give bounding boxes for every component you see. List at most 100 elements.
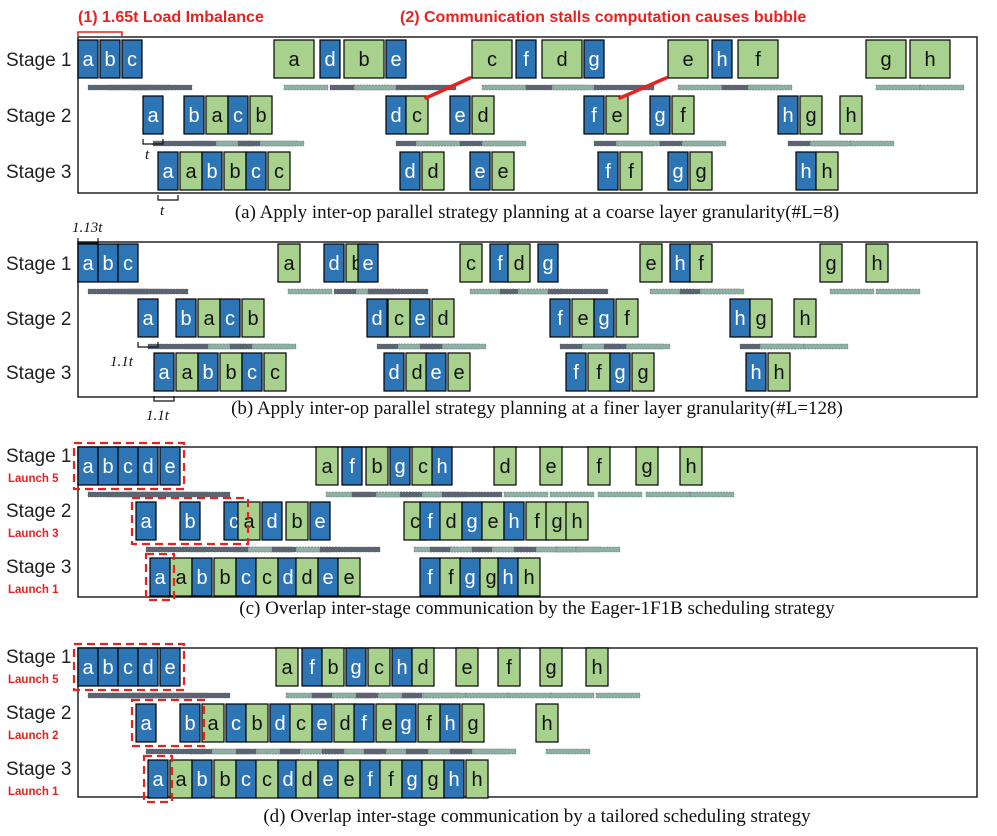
svg-text:f: f	[605, 161, 611, 183]
svg-text:b: b	[371, 456, 382, 478]
svg-text:h: h	[436, 456, 447, 478]
svg-text:c: c	[241, 567, 251, 589]
backward-block: e	[337, 759, 361, 799]
stage-label: Stage 3	[6, 557, 72, 578]
backward-block: d	[295, 759, 319, 799]
comm-bar	[395, 84, 457, 91]
svg-text:f: f	[534, 511, 540, 533]
forward-block: d	[383, 352, 405, 392]
time-mark: 1.1t	[110, 354, 134, 370]
svg-text:h: h	[773, 362, 784, 384]
svg-text:b: b	[229, 161, 240, 183]
svg-text:h: h	[750, 362, 761, 384]
svg-text:a: a	[82, 657, 94, 679]
svg-text:e: e	[322, 769, 333, 791]
svg-text:f: f	[755, 49, 761, 71]
comm-bar	[677, 84, 723, 91]
svg-text:d: d	[445, 511, 456, 533]
backward-block: c	[387, 298, 411, 338]
forward-block: c	[117, 446, 139, 486]
svg-text:b: b	[219, 567, 230, 589]
svg-text:g: g	[614, 362, 625, 384]
forward-block: a	[137, 298, 159, 338]
forward-block: g	[401, 759, 423, 799]
svg-text:f: f	[573, 362, 579, 384]
comm-bar	[319, 546, 381, 553]
forward-block: f	[515, 39, 537, 79]
comm-bar	[169, 692, 231, 699]
comm-bar	[829, 288, 875, 295]
svg-text:d: d	[417, 657, 428, 679]
svg-text:e: e	[164, 456, 175, 478]
backward-block: a	[205, 95, 229, 135]
backward-block: c	[255, 557, 279, 597]
stage-label: Stage 2	[6, 309, 72, 330]
forward-block: b	[179, 501, 201, 541]
comm-bar	[415, 140, 461, 147]
svg-text:b: b	[104, 49, 115, 71]
svg-text:e: e	[362, 253, 373, 275]
svg-text:e: e	[577, 308, 588, 330]
backward-block: d	[493, 446, 517, 486]
stage-label: Stage 3	[6, 162, 72, 183]
backward-block: g	[799, 95, 823, 135]
svg-text:e: e	[314, 511, 325, 533]
stage-label: Stage 2	[6, 703, 72, 724]
forward-block: h	[439, 703, 461, 743]
svg-text:g: g	[427, 769, 438, 791]
forward-block: f	[301, 647, 323, 687]
forward-block: c	[241, 352, 263, 392]
svg-text:f: f	[367, 769, 373, 791]
backward-block: e	[639, 243, 663, 283]
backward-block: h	[585, 647, 609, 687]
backward-block: e	[447, 352, 471, 392]
svg-text:c: c	[412, 105, 422, 127]
comm-bar	[189, 546, 251, 553]
forward-block: f	[489, 243, 511, 283]
svg-text:c: c	[123, 253, 133, 275]
backward-block: g	[545, 501, 569, 541]
forward-block: b	[191, 557, 213, 597]
backward-block: h	[793, 298, 817, 338]
forward-block: f	[419, 501, 441, 541]
forward-block: f	[341, 446, 363, 486]
launch-label: Launch 2	[8, 730, 58, 742]
panel-a-caption: (a) Apply inter-op parallel strategy pla…	[235, 202, 839, 223]
time-bracket	[77, 238, 99, 244]
backward-block: c	[267, 151, 291, 191]
svg-text:e: e	[453, 362, 464, 384]
comm-bar	[551, 84, 597, 91]
forward-block: g	[459, 557, 481, 597]
svg-text:c: c	[123, 657, 133, 679]
svg-text:a: a	[321, 456, 333, 478]
forward-block: f	[359, 759, 381, 799]
backward-block: g	[539, 647, 563, 687]
launch-label: Launch 3	[8, 528, 58, 540]
comm-bar	[441, 491, 503, 498]
panel-c-frame	[77, 446, 978, 598]
forward-block: c	[117, 647, 139, 687]
svg-text:c: c	[270, 362, 280, 384]
svg-text:d: d	[388, 362, 399, 384]
forward-block: d	[277, 557, 299, 597]
svg-text:h: h	[716, 49, 727, 71]
comm-bar	[353, 84, 399, 91]
imbalance-bracket	[77, 31, 123, 36]
time-mark: t	[160, 203, 165, 219]
svg-text:b: b	[247, 308, 258, 330]
comm-bar	[875, 84, 921, 91]
stage-label: Stage 1	[6, 254, 72, 275]
svg-text:a: a	[288, 49, 300, 71]
backward-block: f	[497, 647, 521, 687]
launch-label: Launch 5	[8, 674, 59, 686]
svg-text:e: e	[430, 362, 441, 384]
svg-text:e: e	[497, 161, 508, 183]
svg-text:d: d	[556, 49, 567, 71]
forward-block: g	[593, 298, 615, 338]
forward-block: e	[357, 243, 379, 283]
svg-text:f: f	[680, 105, 686, 127]
svg-text:g: g	[485, 567, 496, 589]
svg-text:a: a	[175, 567, 187, 589]
